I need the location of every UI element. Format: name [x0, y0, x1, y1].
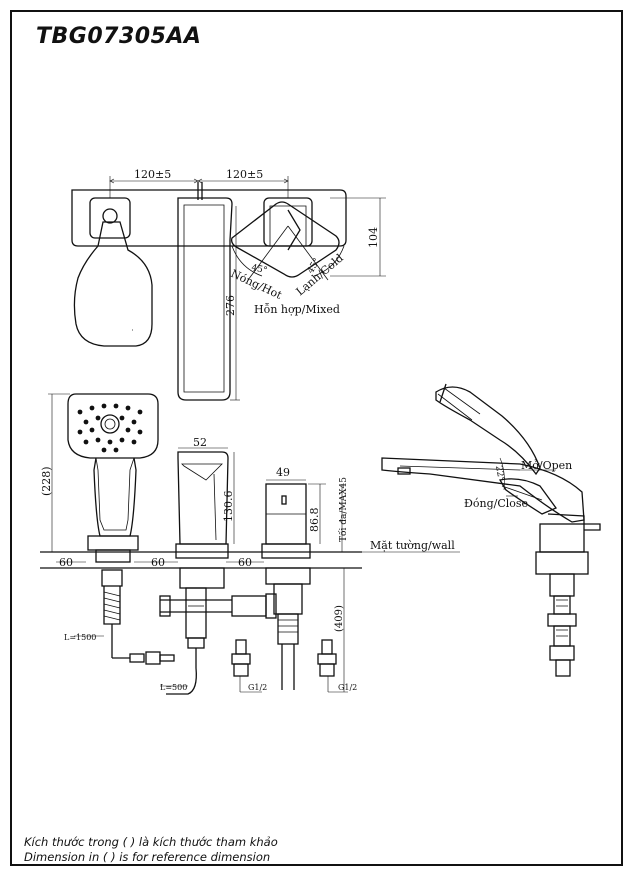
- dim-gap-2: 60: [151, 556, 165, 569]
- label-close: Đóng/Close: [464, 497, 528, 510]
- model-title: TBG07305AA: [36, 24, 202, 49]
- dim-gap-3: 60: [238, 556, 252, 569]
- dim-spacing-right: 120±5: [226, 168, 263, 181]
- label-open: Mở/Open: [521, 459, 572, 472]
- dim-handshower-height: (228): [40, 466, 53, 496]
- dim-below-deck: (409): [334, 605, 345, 632]
- front-view: [40, 393, 460, 695]
- top-view: [71, 176, 386, 401]
- label-thread-2: G1/2: [338, 683, 357, 692]
- label-hose-1500: L=1500: [64, 633, 96, 642]
- dim-spacing-left: 120±5: [134, 168, 171, 181]
- drawing-frame: [10, 10, 623, 866]
- dim-spout-height: 130.6: [222, 491, 235, 523]
- dim-spout-length: 276: [224, 295, 237, 316]
- footnote-en: Dimension in ( ) is for reference dimens…: [24, 850, 271, 864]
- label-hose-500: L=500: [160, 683, 187, 692]
- label-wall: Mặt tường/wall: [370, 539, 455, 552]
- dim-valve-height: 86.8: [308, 508, 321, 533]
- label-thread-1: G1/2: [248, 683, 267, 692]
- label-max-depth: Tối đa/MAX45: [338, 477, 349, 542]
- label-mixed: Hỗn hợp/Mixed: [254, 303, 340, 316]
- dim-open-angle: 22°: [493, 465, 506, 482]
- side-view: [381, 383, 601, 677]
- dim-gap-1: 60: [59, 556, 73, 569]
- dim-handle-height: 104: [367, 227, 380, 248]
- label-cold: Lạnh/Cold: [294, 251, 346, 298]
- dim-spout-width: 52: [193, 436, 207, 449]
- dim-angle-hot: 45°: [250, 263, 268, 276]
- footnote-vi: Kích thước trong ( ) là kích thước tham …: [24, 835, 278, 849]
- dim-valve-width: 49: [276, 466, 290, 479]
